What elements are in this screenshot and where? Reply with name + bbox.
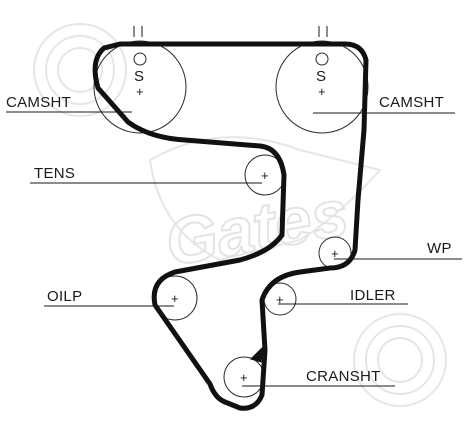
crankshaft-pulley: + [223, 345, 265, 398]
camshaft-right-sync-hole [315, 52, 329, 66]
oil-pump-center-icon: + [171, 291, 179, 306]
camshaft-right-center-icon: + [318, 84, 326, 99]
crankshaft-timing-arrow [250, 345, 264, 363]
camshaft-left-pulley: S + [93, 40, 187, 134]
crankshaft-label: CRANSHT [306, 368, 381, 385]
tensioner-label: TENS [34, 165, 75, 182]
camshaft-left-sync-hole [133, 52, 147, 66]
crankshaft-center-icon: + [240, 370, 248, 385]
oil-pump-label: OILP [47, 288, 82, 305]
camshaft-right-pulley: S + [275, 40, 369, 134]
watermark-logo-text: Gates [160, 175, 354, 280]
timing-mark-left [133, 26, 143, 37]
camshaft-right-label: CAMSHT [379, 94, 444, 111]
camshaft-left-label: CAMSHT [6, 94, 71, 111]
idler-label: IDLER [350, 287, 396, 304]
timing-belt [92, 41, 369, 411]
timing-mark-right [318, 26, 328, 37]
camshaft-left-center-icon: + [136, 84, 144, 99]
water-pump-label: WP [427, 240, 452, 257]
watermark-ring-right [353, 313, 447, 407]
idler-center-icon: + [276, 292, 284, 307]
watermark-swoosh [148, 136, 382, 262]
water-pump-center-icon: + [331, 246, 339, 261]
camshaft-right-sync-mark: S [316, 68, 326, 85]
tensioner-center-icon: + [261, 168, 269, 183]
watermark-ring-left [33, 23, 127, 117]
camshaft-left-sync-mark: S [134, 68, 144, 85]
